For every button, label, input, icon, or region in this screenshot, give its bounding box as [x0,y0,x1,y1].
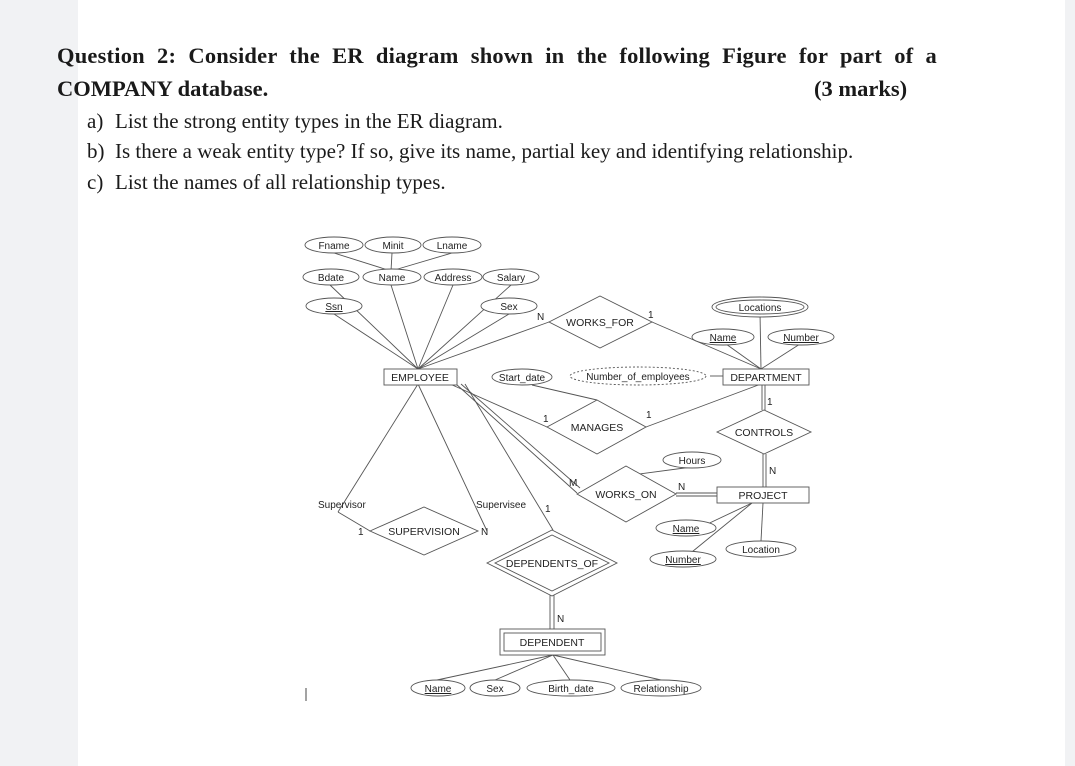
relationship-manages: MANAGES [546,399,647,455]
cardinality-controls-project: N [769,466,776,477]
svg-text:EMPLOYEE: EMPLOYEE [391,372,449,384]
svg-text:WORKS_ON: WORKS_ON [595,489,656,501]
svg-text:Sex: Sex [486,684,503,695]
item-label: b) [87,139,105,163]
svg-text:Bdate: Bdate [318,273,345,284]
svg-text:Address: Address [435,273,472,284]
cardinality-works-on-employee: M [569,478,577,489]
svg-text:MANAGES: MANAGES [571,422,624,434]
entity-department: DEPARTMENT [722,368,810,386]
svg-text:Location: Location [742,545,780,556]
attr-department-name-key: Name [691,328,755,346]
attr-start-date: Start_date [491,368,553,386]
relationship-works-on: WORKS_ON [576,465,677,523]
relationship-works-for: WORKS_FOR [548,295,654,349]
attr-minit: Minit [364,236,422,254]
svg-text:DEPARTMENT: DEPARTMENT [730,372,802,384]
attr-hours: Hours [662,451,722,469]
attr-employee-name: Name [362,268,422,286]
attr-dependent-name-partial-key: Name [410,679,466,697]
svg-text:CONTROLS: CONTROLS [735,427,793,439]
attr-birth-date: Birth_date [526,679,616,697]
attr-employee-sex: Sex [480,297,538,315]
item-label: c) [87,170,104,194]
attr-project-name-key: Name [655,519,717,537]
cardinality-works-for-department: 1 [648,310,654,321]
svg-text:Salary: Salary [497,273,525,284]
svg-text:Sex: Sex [500,302,517,313]
svg-text:Lname: Lname [437,241,468,252]
question-title: Question 2: Consider the ER diagram show… [57,43,937,68]
attr-fname: Fname [304,236,364,254]
question-item-c: c) List the names of all relationship typ… [87,170,446,195]
svg-text:Number: Number [783,333,819,344]
svg-text:Number_of_employees: Number_of_employees [586,372,689,383]
entity-employee: EMPLOYEE [383,368,458,386]
attr-location: Location [725,540,797,558]
item-label: a) [87,109,104,133]
cardinality-manages-employee: 1 [543,414,549,425]
role-supervisor: Supervisor [318,500,366,511]
cardinality-supervision-supervisor: 1 [358,527,364,538]
question-title-continued: COMPANY database. [57,76,269,101]
item-text: List the names of all relationship types… [115,170,446,194]
cardinality-works-for-employee: N [537,312,544,323]
cardinality-works-on-project: N [678,482,685,493]
svg-text:Start_date: Start_date [499,373,546,384]
attr-department-number-key: Number [767,328,835,346]
question-item-b: b) Is there a weak entity type? If so, gi… [87,139,853,164]
svg-text:Name: Name [710,333,737,344]
svg-text:Locations: Locations [739,303,782,314]
cardinality-dependents-of-employee: 1 [545,504,551,515]
cardinality-supervision-supervisee: N [481,527,488,538]
svg-text:WORKS_FOR: WORKS_FOR [566,317,634,329]
entity-project: PROJECT [716,486,810,504]
svg-text:Name: Name [425,684,452,695]
attr-project-number-key: Number [649,550,717,568]
relationship-controls: CONTROLS [715,409,813,455]
role-supervisee: Supervisee [476,500,526,511]
attr-locations-multivalued: Locations [711,296,809,318]
relationship-supervision: SUPERVISION [368,506,480,556]
svg-text:DEPENDENTS_OF: DEPENDENTS_OF [506,558,598,570]
svg-text:DEPENDENT: DEPENDENT [520,637,585,649]
question-marks: (3 marks) [814,76,908,101]
svg-text:Relationship: Relationship [633,684,688,695]
svg-text:SUPERVISION: SUPERVISION [388,526,460,538]
svg-text:Number: Number [665,555,701,566]
attr-relationship: Relationship [620,679,702,697]
entity-dependent-weak: DEPENDENT [499,628,606,656]
svg-text:Ssn: Ssn [325,302,342,313]
cardinality-controls-department: 1 [767,397,773,408]
connector-lines [305,252,801,701]
attr-number-of-employees-derived: Number_of_employees [569,366,707,386]
attr-ssn-key: Ssn [305,297,363,315]
relationship-dependents-of-identifying: DEPENDENTS_OF [486,529,618,597]
cardinality-manages-department: 1 [646,410,652,421]
svg-text:Minit: Minit [382,241,403,252]
item-text: List the strong entity types in the ER d… [115,109,503,133]
attr-lname: Lname [422,236,482,254]
svg-text:Fname: Fname [318,241,350,252]
attr-dependent-sex: Sex [469,679,521,697]
svg-text:Birth_date: Birth_date [548,684,594,695]
svg-text:Hours: Hours [679,456,706,467]
cardinality-dependents-of-dependent: N [557,614,564,625]
question-item-a: a) List the strong entity types in the ER… [87,109,503,134]
svg-text:PROJECT: PROJECT [738,490,788,502]
attr-address: Address [423,268,483,286]
attr-bdate: Bdate [302,268,360,286]
svg-text:Name: Name [673,524,700,535]
svg-text:Name: Name [379,273,406,284]
attr-salary: Salary [482,268,540,286]
item-text: Is there a weak entity type? If so, give… [115,139,854,163]
